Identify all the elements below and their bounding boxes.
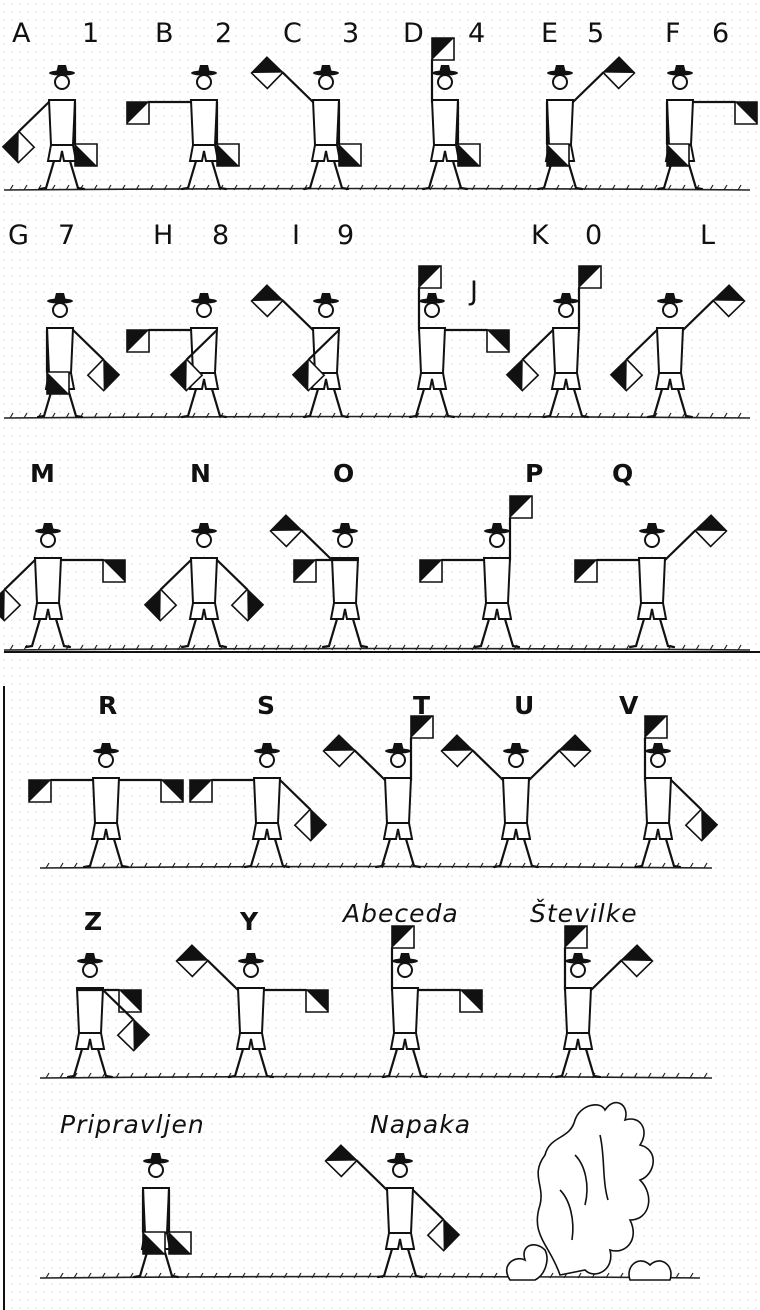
semaphore-figure-a <box>3 65 97 189</box>
semaphore-figure-d <box>423 38 480 189</box>
flag-dark-half <box>133 1019 149 1050</box>
flag-dark-half <box>310 809 326 840</box>
label-pripravljen: Pripravljen <box>60 1110 205 1139</box>
flag-dark-half <box>171 359 187 390</box>
semaphore-figure-y <box>177 945 328 1077</box>
label-G: G <box>8 220 30 251</box>
label-B: B <box>155 18 175 49</box>
flag-dark-half <box>603 57 634 73</box>
label-5: 5 <box>587 18 605 49</box>
label-I: I <box>292 220 301 251</box>
ground-line <box>4 189 750 191</box>
label-J: J <box>468 276 479 307</box>
semaphore-figure-o <box>271 515 367 647</box>
label-9: 9 <box>337 220 355 251</box>
semaphore-figure-m <box>0 523 125 647</box>
semaphore-figure-b <box>127 65 239 189</box>
label-O: O <box>333 459 354 488</box>
flag-dark-half <box>247 589 263 620</box>
semaphore-figure-u <box>442 735 591 867</box>
flag-dark-half <box>177 945 208 961</box>
semaphore-figure-e <box>538 57 634 189</box>
semaphore-figure-abeceda <box>383 926 482 1077</box>
ground-line <box>4 417 750 419</box>
semaphore-figure-številke <box>556 926 652 1077</box>
flag-dark-half <box>611 359 627 390</box>
flag-dark-half <box>326 1145 357 1161</box>
label-E: E <box>541 18 559 49</box>
label-L: L <box>700 220 716 251</box>
flag-dark-half <box>507 359 523 390</box>
ground-line <box>4 649 750 651</box>
flag-dark-half <box>252 57 283 73</box>
semaphore-figure-h <box>127 293 226 417</box>
flag-dark-half <box>621 945 652 961</box>
flag-dark-half <box>3 131 19 162</box>
flag-dark-half <box>713 285 744 301</box>
semaphore-figure-j <box>410 266 509 417</box>
flag-dark-half <box>271 515 302 531</box>
label-Y: Y <box>239 907 259 936</box>
flag-dark-half <box>695 515 726 531</box>
flag-dark-half <box>145 589 161 620</box>
semaphore-figure-n <box>145 523 263 647</box>
semaphore-figure-l <box>611 285 745 417</box>
label-M: M <box>30 459 55 488</box>
label-V: V <box>619 691 639 720</box>
label-D: D <box>403 18 425 49</box>
label-U: U <box>514 691 534 720</box>
semaphore-figure-f <box>658 65 757 189</box>
semaphore-figure-i <box>252 285 348 417</box>
flag-dark-half <box>0 589 5 620</box>
label-7: 7 <box>58 220 76 251</box>
semaphore-figure-r <box>29 743 183 867</box>
semaphore-figure-k <box>507 266 601 417</box>
ground-line <box>40 1077 712 1079</box>
label-K: K <box>531 220 550 251</box>
flag-dark-half <box>293 359 309 390</box>
semaphore-figure-t <box>324 716 433 867</box>
label-abeceda: Abeceda <box>341 899 459 928</box>
semaphore-figure-c <box>252 57 361 189</box>
label-T: T <box>413 691 430 720</box>
semaphore-figure-s <box>190 743 326 867</box>
label-0: 0 <box>585 220 603 251</box>
semaphore-figure-pripravljen <box>134 1153 191 1277</box>
label-H: H <box>153 220 174 251</box>
bush-icon <box>507 1103 671 1280</box>
label-C: C <box>283 18 303 49</box>
label-Q: Q <box>612 459 633 488</box>
label-1: 1 <box>82 18 100 49</box>
label-4: 4 <box>468 18 486 49</box>
label-R: R <box>98 691 117 720</box>
label-Z: Z <box>84 907 102 936</box>
flag-dark-half <box>443 1219 459 1250</box>
label-A: A <box>12 18 31 49</box>
flag-dark-half <box>252 285 283 301</box>
label-F: F <box>665 18 682 49</box>
flag-dark-half <box>442 735 473 751</box>
label-S: S <box>257 691 275 720</box>
semaphore-figure-q <box>575 515 726 647</box>
semaphore-figure-v <box>636 716 717 867</box>
figures-layer <box>0 38 757 1277</box>
label-2: 2 <box>215 18 233 49</box>
label-8: 8 <box>212 220 230 251</box>
label-napaka: Napaka <box>370 1110 471 1139</box>
label-N: N <box>190 459 211 488</box>
flag-dark-half <box>324 735 355 751</box>
label-6: 6 <box>712 18 730 49</box>
flag-dark-half <box>701 809 717 840</box>
semaphore-figure-napaka <box>326 1145 460 1277</box>
semaphore-figure-p <box>420 496 532 647</box>
semaphore-figure-g <box>38 293 119 417</box>
label-3: 3 <box>342 18 360 49</box>
flag-dark-half <box>559 735 590 751</box>
semaphore-figure-z <box>68 953 149 1077</box>
flag-dark-half <box>103 359 119 390</box>
label-stevilke: Številke <box>530 898 638 928</box>
label-P: P <box>525 459 543 488</box>
